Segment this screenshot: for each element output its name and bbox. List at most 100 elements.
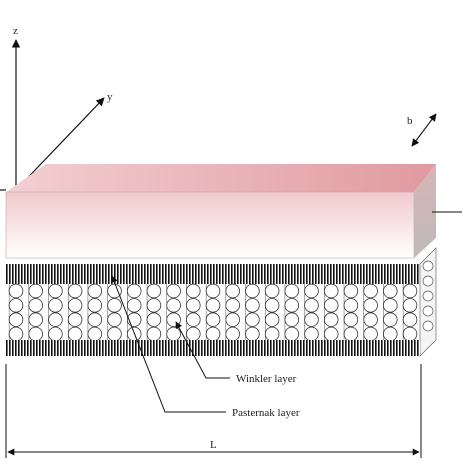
spring-element	[402, 312, 418, 327]
beam	[5, 164, 462, 259]
width-dimension: b	[407, 113, 437, 147]
spring-element	[264, 326, 280, 342]
spring-element	[383, 326, 398, 342]
spring-element	[343, 312, 359, 327]
spring-element	[383, 298, 398, 313]
spring-element	[284, 312, 300, 327]
side-spring-element	[422, 320, 434, 332]
width-label: b	[407, 115, 413, 127]
spring-element	[8, 312, 24, 327]
spring-element	[304, 312, 319, 327]
y-axis-label: y	[107, 91, 113, 103]
pasternak-label: Pasternak layer	[232, 407, 300, 419]
spring-element	[67, 298, 83, 313]
spring-element	[225, 298, 240, 313]
spring-element	[402, 283, 418, 299]
spring-element	[48, 312, 63, 327]
spring-element	[87, 312, 103, 327]
foundation-top-band	[6, 264, 420, 284]
spring-element	[363, 283, 378, 299]
spring-element	[48, 326, 63, 342]
spring-element	[343, 283, 359, 299]
spring-element	[245, 283, 260, 299]
spring-element	[107, 283, 122, 299]
spring-element	[205, 283, 221, 299]
spring-element	[245, 326, 260, 342]
callouts: Winkler layer Pasternak layer	[111, 275, 300, 419]
spring-element	[107, 326, 122, 342]
spring-element	[402, 298, 418, 313]
spring-element	[264, 298, 280, 313]
spring-element	[264, 312, 280, 327]
spring-element	[28, 283, 43, 299]
y-axis	[15, 97, 105, 191]
spring-element	[146, 298, 162, 313]
spring-element	[186, 283, 201, 299]
coordinate-axes: z y	[0, 25, 113, 191]
pasternak-leader	[111, 275, 226, 413]
spring-element	[186, 326, 201, 342]
spring-element	[28, 298, 43, 313]
spring-element	[166, 326, 181, 342]
beam-side-face	[414, 164, 436, 258]
spring-element	[48, 298, 63, 313]
spring-element	[363, 312, 378, 327]
spring-element	[146, 312, 162, 327]
spring-element	[323, 298, 339, 313]
spring-element	[166, 298, 181, 313]
spring-element	[166, 312, 181, 327]
spring-element	[8, 283, 24, 299]
spring-element	[67, 283, 83, 299]
spring-element	[284, 326, 300, 342]
length-dimension: L	[5, 364, 422, 458]
foundation-bottom-band	[6, 340, 420, 356]
beam-front-face	[5, 191, 415, 259]
spring-element	[87, 326, 103, 342]
spring-element	[8, 326, 24, 342]
spring-element	[363, 326, 378, 342]
spring-element	[225, 283, 240, 299]
spring-element	[107, 312, 122, 327]
spring-element	[146, 283, 162, 299]
spring-element	[28, 326, 43, 342]
elastic-foundation	[6, 247, 437, 357]
length-label: L	[210, 439, 217, 451]
side-spring-element	[422, 290, 434, 302]
spring-element	[323, 326, 339, 342]
spring-element	[205, 312, 221, 327]
spring-element	[402, 326, 418, 342]
spring-element	[304, 326, 319, 342]
width-arrow	[411, 113, 437, 147]
spring-element	[146, 326, 162, 342]
spring-element	[67, 312, 83, 327]
spring-element	[284, 298, 300, 313]
spring-element	[343, 326, 359, 342]
spring-element	[304, 298, 319, 313]
spring-element	[48, 283, 63, 299]
spring-element	[284, 283, 300, 299]
spring-element	[166, 283, 181, 299]
spring-element	[8, 298, 24, 313]
spring-element	[323, 283, 339, 299]
spring-element	[28, 312, 43, 327]
spring-element	[126, 298, 142, 313]
spring-element	[87, 298, 103, 313]
beam-top-face	[6, 164, 436, 192]
side-spring-element	[422, 305, 434, 317]
side-spring-element	[422, 260, 434, 272]
winkler-leader	[175, 321, 230, 379]
spring-element	[107, 298, 122, 313]
spring-element	[323, 312, 339, 327]
spring-element	[245, 298, 260, 313]
spring-element	[304, 283, 319, 299]
spring-element	[245, 312, 260, 327]
spring-element	[87, 283, 103, 299]
spring-element	[67, 326, 83, 342]
spring-element	[343, 298, 359, 313]
spring-element	[225, 312, 240, 327]
spring-element	[186, 298, 201, 313]
spring-element	[205, 298, 221, 313]
spring-element	[264, 283, 280, 299]
spring-element	[383, 312, 398, 327]
